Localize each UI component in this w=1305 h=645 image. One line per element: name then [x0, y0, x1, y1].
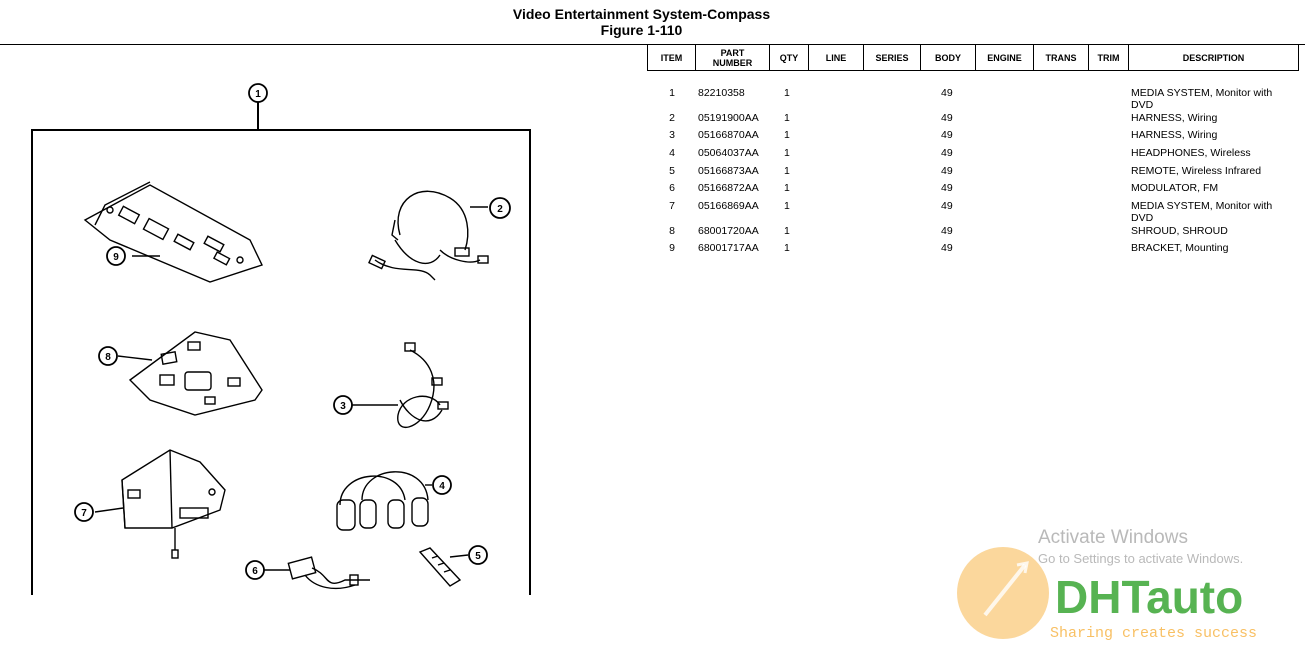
figure-number: Figure 1-110: [600, 22, 683, 38]
headphones-drawing: [336, 471, 432, 531]
col-description: DESCRIPTION: [1182, 52, 1245, 63]
col-item: ITEM: [648, 45, 696, 70]
activate-title: Activate Windows: [1038, 527, 1188, 548]
col-trans: TRANS: [1034, 45, 1089, 70]
harness-2-drawing: [368, 190, 489, 281]
table-header: ITEM PART NUMBER QTY LINE SERIES BODY EN…: [647, 45, 1299, 71]
col-qty: QTY: [770, 45, 809, 70]
col-part-number: PART NUMBER: [696, 45, 770, 70]
callout-6: 6: [252, 566, 258, 577]
activate-subtitle: Go to Settings to activate Windows.: [1038, 551, 1244, 566]
logo-main-text: DHTauto: [1055, 571, 1243, 623]
logo-tagline: Sharing creates success: [1050, 625, 1257, 642]
bracket-drawing: [83, 181, 263, 283]
monitor-drawing: [94, 449, 226, 559]
document-title: Video Entertainment System-Compass Figur…: [0, 6, 1283, 38]
harness-3-drawing: [352, 342, 449, 428]
remote-drawing: [418, 547, 469, 587]
callout-8: 8: [105, 352, 111, 363]
activate-windows-watermark: Activate Windows Go to Settings to activ…: [1038, 527, 1243, 567]
callout-3: 3: [340, 401, 346, 412]
parts-illustration: 1 2 3 4 5 6 7 8 9: [31, 83, 531, 595]
callout-5: 5: [475, 551, 481, 562]
callout-7: 7: [81, 508, 87, 519]
col-body: BODY: [921, 45, 976, 70]
callout-9: 9: [113, 252, 119, 263]
header-rule: [0, 44, 1305, 45]
callout-4: 4: [439, 481, 445, 492]
shroud-drawing: [117, 331, 263, 416]
callout-1: 1: [255, 89, 261, 100]
callout-2: 2: [497, 204, 503, 215]
col-series: SERIES: [864, 45, 921, 70]
dhtauto-logo: DHTauto Sharing creates success: [957, 547, 1257, 642]
parts-table: ITEM PART NUMBER QTY LINE SERIES BODY EN…: [647, 45, 1299, 254]
col-engine: ENGINE: [976, 45, 1034, 70]
figure-heading: Video Entertainment System-Compass: [512, 6, 771, 22]
modulator-drawing: [264, 556, 370, 590]
col-trim: TRIM: [1089, 45, 1129, 70]
col-line: LINE: [809, 45, 864, 70]
